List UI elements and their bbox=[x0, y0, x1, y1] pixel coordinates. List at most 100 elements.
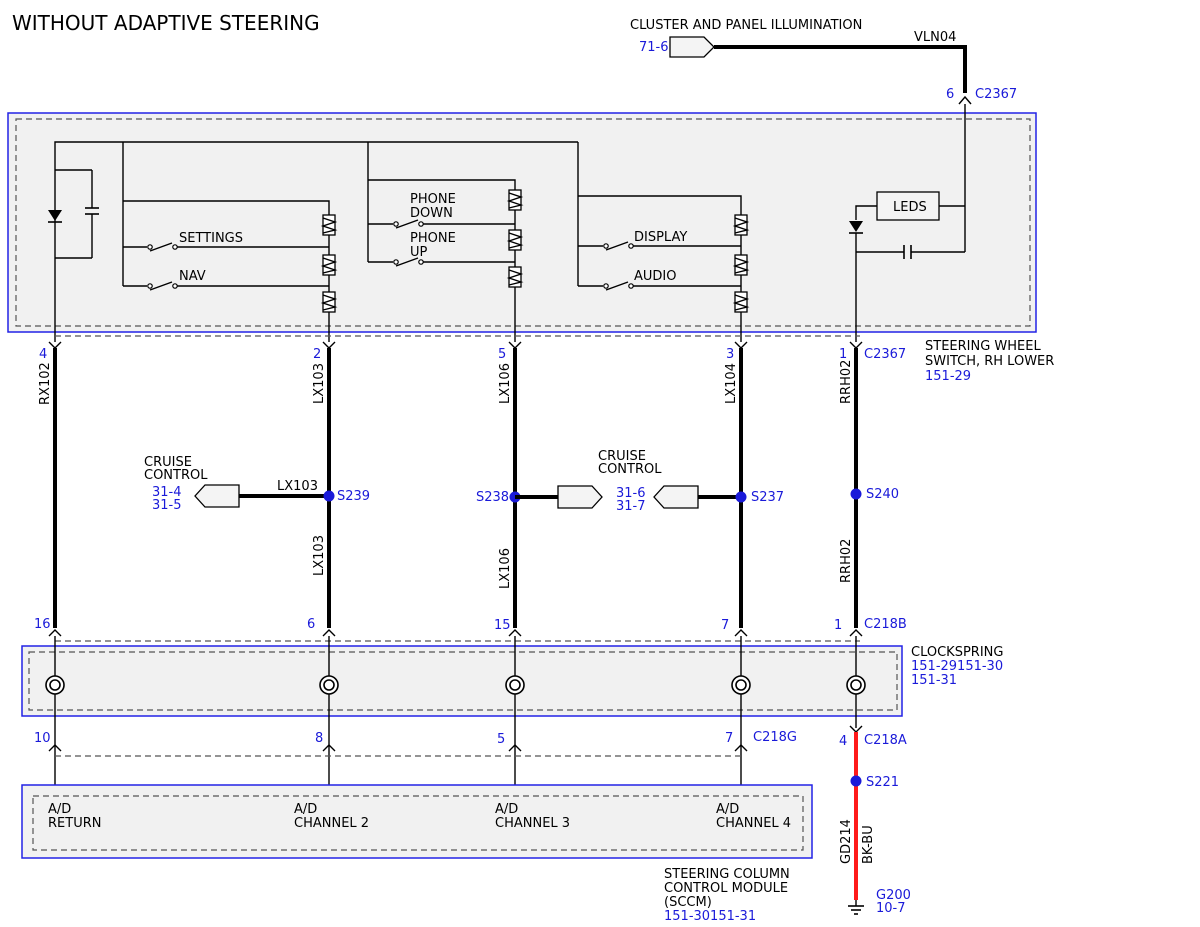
sccm-inner-border bbox=[32, 795, 804, 851]
c218g-connector[interactable]: C218G bbox=[753, 730, 797, 745]
internal-bus bbox=[54, 141, 578, 342]
c2367-top-connector[interactable]: C2367 bbox=[975, 87, 1017, 102]
c2367-pin-4: 4 bbox=[39, 347, 47, 362]
c2367-bottom-connector[interactable]: C2367 bbox=[864, 347, 906, 362]
splice-label-s221[interactable]: S221 bbox=[866, 775, 899, 790]
c218b-pin-6-chevron bbox=[322, 629, 336, 637]
switch-module-ref[interactable]: 151-29 bbox=[925, 369, 971, 384]
c218g-pin-10-chevron bbox=[48, 744, 62, 752]
splice-label-s238[interactable]: S238 bbox=[476, 490, 509, 505]
switch-label-audio: AUDIO bbox=[634, 269, 677, 284]
cruise-left-ref-2[interactable]: 31-5 bbox=[152, 498, 182, 513]
splice-s240 bbox=[850, 488, 862, 500]
group3-top-feed bbox=[578, 195, 742, 215]
right-diode-icon bbox=[849, 221, 863, 232]
sccm-channel-2-line-2: CHANNEL 2 bbox=[294, 816, 369, 831]
illumination-ref[interactable]: 71-6 bbox=[639, 40, 669, 55]
c218b-pin-1-chevron bbox=[849, 629, 863, 637]
audio-contact-b bbox=[628, 283, 634, 289]
group2-top-feed bbox=[368, 179, 516, 190]
switch-module-name-1: STEERING WHEEL bbox=[925, 339, 1041, 354]
illumination-label: CLUSTER AND PANEL ILLUMINATION bbox=[630, 18, 862, 33]
sccm-channel-4-line-1: A/D bbox=[716, 802, 739, 817]
c218b-pin-6: 6 bbox=[307, 617, 315, 632]
audio-blade bbox=[605, 281, 629, 291]
wire-vln04 bbox=[714, 45, 967, 93]
display-blade bbox=[605, 241, 629, 251]
cruise-left-connector-flag bbox=[194, 484, 240, 508]
c218g-pin-10: 10 bbox=[34, 731, 51, 746]
c2367-pin-1-chevron bbox=[849, 341, 863, 349]
illumination-connector-flag bbox=[669, 36, 715, 58]
display-contact-a bbox=[603, 243, 609, 249]
clockspring-ref-1[interactable]: 151-29151-30 bbox=[911, 659, 1003, 674]
cruise-right-in-flag bbox=[653, 485, 699, 509]
switch-label-display: DISPLAY bbox=[634, 230, 687, 245]
clockspring-coil-5-inner bbox=[850, 679, 862, 691]
resistor-9-zigzag bbox=[732, 294, 750, 311]
c2367-pin-3-chevron bbox=[734, 341, 748, 349]
group1-top-feed bbox=[123, 200, 330, 215]
cruise-left-ref-1[interactable]: 31-4 bbox=[152, 485, 182, 500]
splice-s221 bbox=[850, 775, 862, 787]
settings-switch-contact-a bbox=[147, 244, 153, 250]
circuit-vln04-label: VLN04 bbox=[914, 30, 956, 45]
cruise-right-ref-1[interactable]: 31-6 bbox=[616, 486, 646, 501]
circuit-label-lx103-lower: LX103 bbox=[312, 535, 327, 576]
c218g-pin-5-chevron bbox=[508, 744, 522, 752]
c2367-pin-3: 3 bbox=[726, 347, 734, 362]
left-diode-icon bbox=[48, 210, 62, 221]
ground-ref-2[interactable]: 10-7 bbox=[876, 901, 906, 916]
switch-label-phone-up-2: UP bbox=[410, 245, 428, 260]
c218b-pin-1: 1 bbox=[834, 618, 842, 633]
resistor-8-zigzag bbox=[732, 257, 750, 274]
c218b-connector[interactable]: C218B bbox=[864, 617, 907, 632]
clockspring-coil-4-inner bbox=[735, 679, 747, 691]
sccm-name-3: (SCCM) bbox=[664, 895, 712, 910]
clockspring-coil-3-inner bbox=[509, 679, 521, 691]
splice-s237 bbox=[735, 491, 747, 503]
switch-label-phone-up-1: PHONE bbox=[410, 231, 456, 246]
c2367-pin-2-chevron bbox=[322, 341, 336, 349]
audio-contact-a bbox=[603, 283, 609, 289]
cruise-right-ref-2[interactable]: 31-7 bbox=[616, 499, 646, 514]
c218a-connector[interactable]: C218A bbox=[864, 733, 907, 748]
c218b-pin-15-chevron bbox=[508, 629, 522, 637]
c218b-pin-7: 7 bbox=[721, 618, 729, 633]
resistor-3-zigzag bbox=[320, 294, 338, 311]
resistor-5-zigzag bbox=[506, 232, 524, 249]
ground-ref-1[interactable]: G200 bbox=[876, 888, 911, 903]
splice-s239 bbox=[323, 490, 335, 502]
c2367-top-pin-chevron bbox=[958, 95, 972, 105]
switch-label-nav: NAV bbox=[179, 269, 206, 284]
circuit-label-lx103-cruise: LX103 bbox=[277, 479, 318, 494]
settings-switch-blade bbox=[149, 242, 173, 252]
steering-wheel-switch-box bbox=[7, 112, 1037, 333]
nav-switch-contact-b bbox=[172, 283, 178, 289]
sccm-channel-3-line-2: CHANNEL 3 bbox=[495, 816, 570, 831]
circuit-label-lx103-upper: LX103 bbox=[312, 363, 327, 404]
splice-label-s240[interactable]: S240 bbox=[866, 487, 899, 502]
c2367-top-pin: 6 bbox=[946, 87, 954, 102]
resistor-7-zigzag bbox=[732, 217, 750, 234]
clockspring-ref-2[interactable]: 151-31 bbox=[911, 673, 957, 688]
leds-left-lead bbox=[855, 205, 877, 220]
c2367-pin-5-chevron bbox=[508, 341, 522, 349]
splice-label-s239[interactable]: S239 bbox=[337, 489, 370, 504]
splice-label-s237[interactable]: S237 bbox=[751, 490, 784, 505]
resistor-4-zigzag bbox=[506, 192, 524, 209]
c218b-pin-16: 16 bbox=[34, 617, 51, 632]
cruise-right-label-2: CONTROL bbox=[598, 462, 662, 477]
circuit-label-rrh02-lower: RRH02 bbox=[839, 539, 854, 583]
cruise-right-out-flag bbox=[557, 485, 603, 509]
switch-label-settings: SETTINGS bbox=[179, 231, 243, 246]
c218b-pin-16-chevron bbox=[48, 629, 62, 637]
c218b-pin-7-chevron bbox=[734, 629, 748, 637]
resistor-2-zigzag bbox=[320, 257, 338, 274]
leds-box bbox=[876, 191, 940, 221]
c2367-pin-4-chevron bbox=[48, 341, 62, 349]
sccm-ref[interactable]: 151-30151-31 bbox=[664, 909, 756, 924]
circuit-label-gd214: GD214 bbox=[839, 819, 854, 864]
c2367-pin-1: 1 bbox=[839, 347, 847, 362]
